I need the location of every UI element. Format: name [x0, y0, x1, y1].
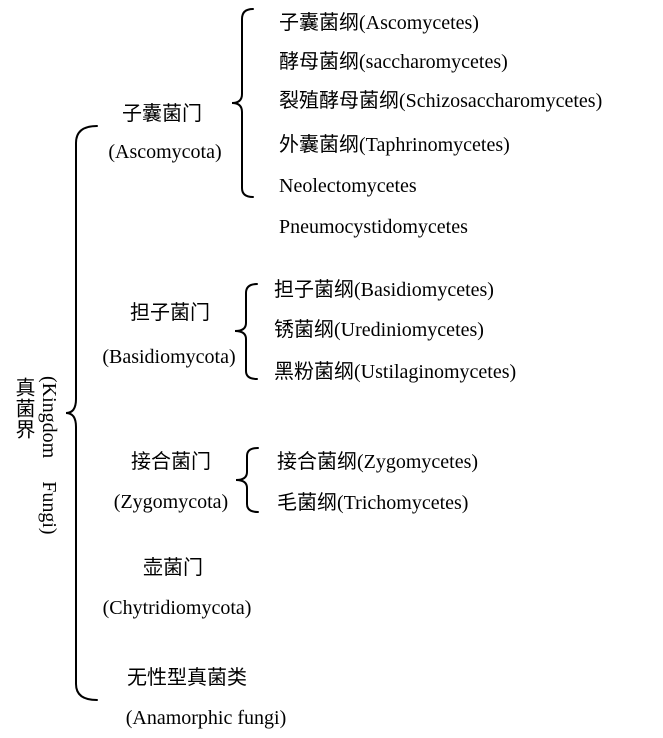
class-zygomycetes: 接合菌纲(Zygomycetes) — [277, 451, 479, 473]
class-schizosaccharomycetes: 裂殖酵母菌纲(Schizosaccharomycetes) — [279, 90, 603, 112]
group-anamorphic-en: (Anamorphic fungi) — [125, 707, 287, 729]
phylum-ascomycota-en: (Ascomycota) — [108, 141, 222, 163]
class-trichomycetes: 毛菌纲(Trichomycetes) — [277, 492, 469, 514]
phylum-chytridiomycota-cn: 壶菌门 — [143, 557, 203, 579]
class-pneumocystidomycetes: Pneumocystidomycetes — [279, 216, 468, 238]
class-ascomycetes: 子囊菌纲(Ascomycetes) — [279, 12, 479, 34]
phylum-basidiomycota-en: (Basidiomycota) — [102, 346, 236, 368]
phylum-ascomycota-cn: 子囊菌门 — [122, 103, 202, 125]
ascomycota-brace — [231, 8, 254, 198]
zygomycota-brace — [235, 447, 259, 513]
phylum-zygomycota-en: (Zygomycota) — [113, 491, 229, 513]
class-neolectomycetes: Neolectomycetes — [279, 175, 417, 197]
group-anamorphic-cn: 无性型真菌类 — [127, 667, 247, 689]
basidiomycota-brace — [234, 283, 258, 380]
phylum-zygomycota-cn: 接合菌门 — [131, 451, 211, 473]
kingdom-brace — [65, 125, 98, 701]
phylum-basidiomycota-cn: 担子菌门 — [130, 302, 210, 324]
class-ustilaginomycetes: 黑粉菌纲(Ustilaginomycetes) — [274, 361, 517, 383]
class-basidiomycetes: 担子菌纲(Basidiomycetes) — [274, 279, 494, 301]
class-saccharomycetes: 酵母菌纲(saccharomycetes) — [279, 51, 508, 73]
class-taphrinomycetes: 外囊菌纲(Taphrinomycetes) — [279, 134, 510, 156]
kingdom-name-en: (Kingdom Fungi) — [38, 376, 60, 535]
kingdom-name-cn: 真菌界 — [12, 377, 34, 440]
phylum-chytridiomycota-en: (Chytridiomycota) — [102, 597, 252, 619]
class-urediniomycetes: 锈菌纲(Urediniomycetes) — [274, 319, 484, 341]
